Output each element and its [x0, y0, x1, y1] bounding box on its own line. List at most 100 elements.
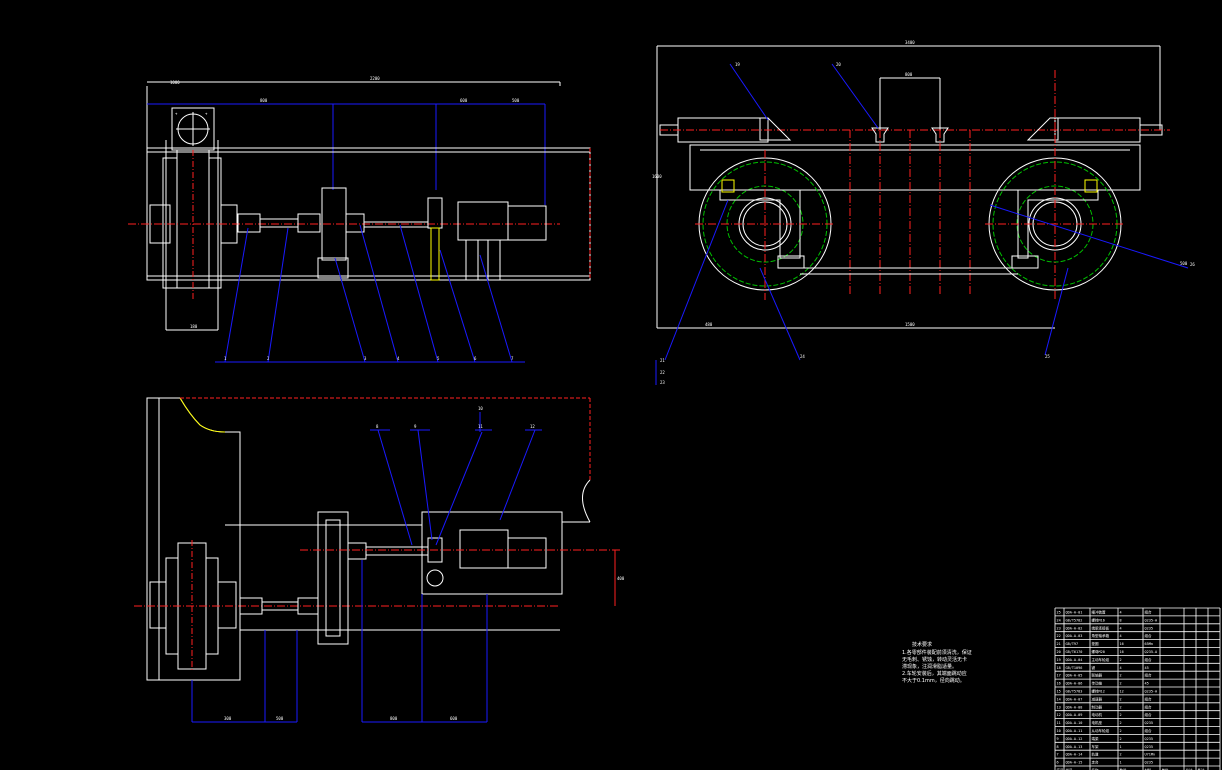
bom-cell: 组合 — [1145, 610, 1153, 615]
bom-cell: 16 — [1120, 642, 1124, 646]
notes-line-5: 不大于0.1mm，径向跳动。 — [902, 677, 965, 684]
side-dim-1: 800 — [905, 72, 913, 77]
front-dim-4: 500 — [512, 98, 520, 103]
side-balloon-26: 26 — [1190, 262, 1195, 267]
plan-balloon-11: 11 — [478, 424, 483, 429]
bom-cell: QDA-A-02 — [1066, 626, 1083, 630]
bom-cell: 45 — [1145, 682, 1149, 686]
front-dim-0: 2200 — [370, 76, 380, 81]
bom-cell: 组合 — [1145, 673, 1153, 678]
bom-cell: 端梁连接板 — [1092, 625, 1110, 630]
bom-cell: 24 — [1057, 618, 1061, 622]
bom-cell: 65Mn — [1145, 642, 1153, 646]
bom-cell: 2 — [1120, 658, 1122, 662]
front-view: 2200 1000 800 600 500 + + 180 — [128, 76, 591, 363]
notes-line-2: 无毛刺、锈蚀，转动灵活无卡 — [902, 656, 967, 663]
bom-cell: QDA-A-11 — [1066, 729, 1083, 733]
bom-footer-cell: 序号 — [1057, 768, 1065, 770]
bom-cell: 2 — [1120, 682, 1122, 686]
bom-cell: 螺栓M16 — [1092, 617, 1105, 622]
bom-cell: Q235 — [1145, 745, 1153, 749]
front-dim-5: 180 — [190, 324, 198, 329]
bom-cell: 19 — [1057, 658, 1061, 662]
bom-cell: 轨道 — [1092, 752, 1100, 757]
bom-footer-cell: 数量 — [1120, 768, 1128, 770]
bom-cell: GB/T97 — [1066, 642, 1079, 646]
svg-text:+: + — [175, 111, 178, 116]
side-balloon-19: 19 — [735, 62, 740, 67]
side-balloon-25: 25 — [1045, 354, 1050, 359]
technical-notes: 技术要求 1.各零部件装配前须清洗，保证 无毛刺、锈蚀，转动灵活无卡 滞现象，注… — [902, 641, 972, 684]
bom-cell: 1 — [1120, 745, 1122, 749]
svg-text:+: + — [205, 111, 208, 116]
bom-cell: GB/T5782 — [1066, 618, 1083, 622]
bom-cell: 制动器 — [1092, 704, 1103, 709]
bom-cell: QDA-A-07 — [1066, 697, 1083, 701]
plan-view: 400 300 500 800 600 8 9 10 — [134, 397, 625, 723]
bom-cell: 组合 — [1145, 728, 1153, 733]
side-balloon-23: 23 — [660, 380, 665, 385]
bom-cell: 2 — [1120, 737, 1122, 741]
bom-cell: 2 — [1120, 729, 1122, 733]
bom-cell: 15 — [1057, 690, 1061, 694]
plan-balloon-10: 10 — [478, 406, 483, 411]
bom-cell: 缓冲装置 — [1092, 610, 1107, 615]
bom-footer-cell: 名称 — [1092, 768, 1100, 770]
side-balloon-21: 21 — [660, 358, 665, 363]
bom-cell: QDA-A-10 — [1066, 721, 1083, 725]
bom-cell: 组合 — [1145, 704, 1153, 709]
bom-cell: 25 — [1057, 611, 1061, 615]
bom-cell: 垫圈 — [1092, 641, 1100, 646]
bom-cell: 组合 — [1145, 696, 1153, 701]
bom-cell: 2 — [1120, 753, 1122, 757]
bom-cell: 20 — [1057, 650, 1061, 654]
bom-cell: 4 — [1120, 611, 1122, 615]
notes-line-4: 2.车轮安装后，其端面跳动应 — [902, 670, 967, 677]
front-dim-3: 600 — [460, 98, 468, 103]
bom-cell: Q235 — [1145, 761, 1153, 765]
bom-cell: 2 — [1120, 713, 1122, 717]
bom-cell: GB/T5783 — [1066, 690, 1083, 694]
bom-cell: QDA-A-06 — [1066, 682, 1083, 686]
bom-cell: QDA-A-04 — [1066, 658, 1083, 662]
bom-cell: QDA-A-05 — [1066, 674, 1083, 678]
front-balloon-6: 6 — [474, 356, 477, 361]
side-dim-3: 1500 — [905, 322, 915, 327]
bom-cell: Q235-A — [1145, 650, 1159, 654]
bom-cell: QDA-A-01 — [1066, 611, 1083, 615]
bom-cell: QDA-A-15 — [1066, 761, 1083, 765]
plan-balloon-9: 9 — [414, 424, 417, 429]
notes-heading: 技术要求 — [912, 641, 932, 648]
bom-cell: 组合 — [1145, 712, 1153, 717]
plan-dim-3: 800 — [390, 716, 398, 721]
front-balloon-2: 2 — [267, 356, 270, 361]
bom-cell: 从动车轮组 — [1092, 728, 1110, 733]
bom-cell: QDA-A-03 — [1066, 634, 1083, 638]
side-dim-0: 3400 — [905, 40, 915, 45]
side-dim-2: 1600 — [652, 174, 662, 179]
bom-cell: 9 — [1057, 737, 1059, 741]
bom-cell: 传动轴 — [1092, 681, 1103, 686]
bom-cell: Q235 — [1145, 721, 1153, 725]
bom-cell: 主动车轮组 — [1092, 657, 1110, 662]
plan-dim-2: 500 — [276, 716, 284, 721]
bom-cell: 12 — [1120, 690, 1124, 694]
bom-cell: 走台 — [1092, 760, 1100, 765]
front-dim-2: 800 — [260, 98, 268, 103]
bom-cell: 45 — [1145, 666, 1149, 670]
bom-cell: 13 — [1057, 705, 1061, 709]
bom-cell: 2 — [1120, 697, 1122, 701]
bom-cell: 端梁 — [1092, 736, 1100, 741]
side-balloon-22: 22 — [660, 370, 665, 375]
bom-cell: 2 — [1120, 674, 1122, 678]
front-balloon-5: 5 — [437, 356, 440, 361]
bom-cell: 键 — [1092, 665, 1096, 670]
bom-cell: 16 — [1057, 682, 1061, 686]
plan-dim-4: 600 — [450, 716, 458, 721]
bom-footer-cell: 代号 — [1066, 768, 1074, 770]
bom-cell: 16 — [1120, 650, 1124, 654]
side-dim-4: 480 — [705, 322, 713, 327]
front-dim-1: 1000 — [170, 80, 180, 85]
